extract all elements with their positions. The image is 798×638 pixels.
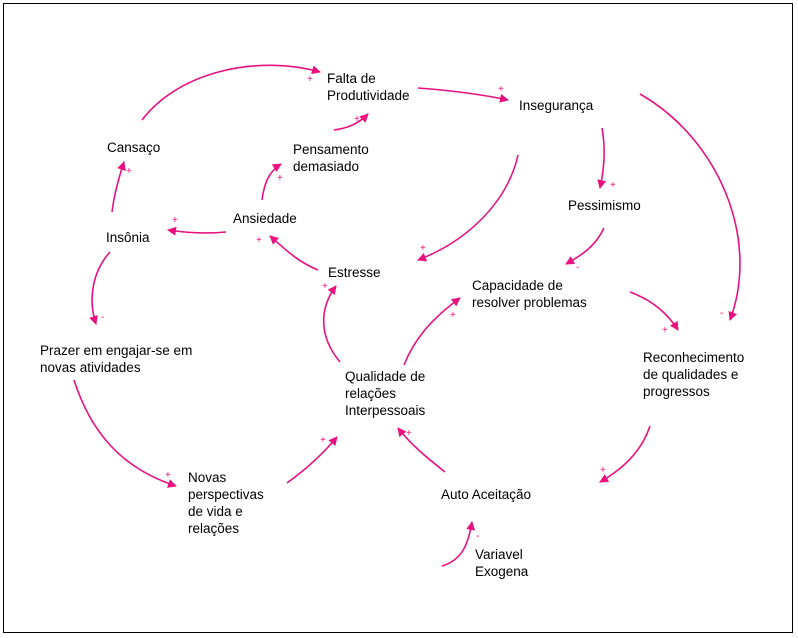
node-prazer-em-novas-atividades: Prazer em engajar-se em novas atividades <box>40 343 193 375</box>
sign-inseguranca-estresse: + <box>420 243 426 254</box>
sign-ansiedade-insonia: + <box>172 215 178 226</box>
sign-ansiedade-pensamento: + <box>277 173 283 184</box>
node-novas-perspectivas: Novas perspectivas de vida e relações <box>188 470 264 536</box>
link-pensamento-falta <box>333 113 369 131</box>
link-qualidade-estresse <box>322 285 341 363</box>
sign-prazer-novas: + <box>165 470 171 481</box>
sign-falta-inseguranca: + <box>498 84 504 95</box>
sign-capacidade-reconhecimento: + <box>662 325 668 336</box>
link-estresse-ansiedade <box>269 235 319 271</box>
node-qualidade-relacoes-interpessoais: Qualidade de relações Interpessoais <box>345 369 426 418</box>
sign-reconhecimento-auto: + <box>600 465 606 476</box>
node-falta-de-produtividade: Falta de Produtividade <box>327 71 410 103</box>
node-pessimismo: Pessimismo <box>568 198 641 213</box>
node-ansiedade: Ansiedade <box>233 211 297 226</box>
link-cansaco-falta <box>141 64 321 121</box>
node-insonia: Insônia <box>106 230 150 245</box>
link-insonia-prazer <box>89 251 111 325</box>
node-reconhecimento: Reconhecimento de qualidades e progresso… <box>643 350 745 399</box>
link-ansiedade-insonia <box>167 226 227 236</box>
link-prazer-novas <box>73 379 177 488</box>
sign-inseguranca-pessimismo: + <box>610 180 616 191</box>
node-estresse: Estresse <box>328 265 381 280</box>
sign-cansaco-falta: + <box>307 74 313 85</box>
sign-estresse-ansiedade: + <box>256 235 262 246</box>
link-pessimismo-capacidade <box>565 227 605 265</box>
sign-pessimismo-capacidade: - <box>576 262 579 273</box>
sign-insonia-prazer: - <box>101 312 104 323</box>
node-capacidade-de-resolver-problemas: Capacidade de resolver problemas <box>472 278 587 310</box>
link-inseguranca-estresse <box>417 154 519 262</box>
link-falta-inseguranca <box>417 87 509 103</box>
sign-qualidade-estresse: + <box>322 281 328 292</box>
link-insonia-cansaco <box>111 161 126 213</box>
link-novas-qualidade <box>286 436 338 484</box>
link-auto-qualidade <box>397 427 446 473</box>
link-reconhecimento-auto <box>599 425 651 483</box>
sign-insonia-cansaco: + <box>126 166 132 177</box>
sign-novas-qualidade: + <box>320 435 326 446</box>
sign-variavel-auto: - <box>476 531 479 542</box>
node-auto-aceitacao: Auto Aceitação <box>441 487 532 502</box>
link-qualidade-capacidade <box>403 297 461 366</box>
node-cansaco: Cansaço <box>107 140 161 155</box>
node-variavel-exogena: Variavel Exogena <box>475 547 529 579</box>
link-inseguranca-pessimismo <box>597 127 607 189</box>
sign-inseguranca-reconhecimento: - <box>720 308 723 319</box>
link-ansiedade-pensamento <box>261 163 282 201</box>
link-variavel-auto <box>441 521 476 567</box>
node-pensamento-demasiado: Pensamento demasiado <box>293 142 369 174</box>
node-inseguranca: Insegurança <box>519 98 594 113</box>
sign-qualidade-capacidade: + <box>450 310 456 321</box>
sign-pensamento-falta: + <box>354 114 360 125</box>
link-inseguranca-reconhecimento <box>639 93 741 321</box>
sign-auto-qualidade: + <box>406 428 412 439</box>
link-capacidade-reconhecimento <box>629 291 679 331</box>
